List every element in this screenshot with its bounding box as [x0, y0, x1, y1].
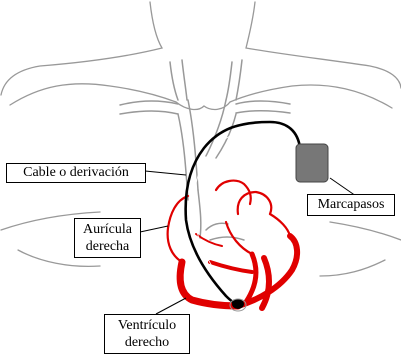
rib-right	[320, 260, 385, 276]
auricula-label: Aurícula derecha	[74, 218, 141, 258]
pulmonary	[238, 192, 272, 214]
chest-contour-right	[330, 222, 401, 240]
clavicle-left	[10, 84, 176, 105]
cable-label-text: Cable o derivación	[7, 164, 145, 182]
marcapasos-label-text: Marcapasos	[308, 195, 394, 215]
cable-leader	[145, 171, 186, 175]
auricula-leader	[140, 226, 168, 232]
cable-label: Cable o derivación	[6, 163, 146, 183]
ventricle-right-band	[262, 258, 269, 308]
ventriculo-label-line2: derecho	[105, 334, 189, 351]
clavicle-right	[230, 85, 392, 108]
lead-tip	[232, 299, 244, 309]
pacemaker-lead-inner	[194, 128, 296, 292]
neck-right	[246, 2, 401, 88]
marcapasos-label: Marcapasos	[307, 194, 395, 216]
auricula-label-line2: derecha	[75, 238, 140, 255]
neck-left	[1, 2, 162, 95]
ventriculo-leader	[156, 298, 186, 314]
ventricle-inner-wall	[246, 254, 256, 302]
pacemaker-device	[296, 144, 328, 182]
sternum-notch	[176, 102, 230, 109]
left-atrium	[270, 214, 290, 236]
ventriculo-label-line1: Ventrículo	[105, 317, 189, 334]
ventricle-band	[210, 262, 252, 272]
auricula-label-line1: Aurícula	[75, 221, 140, 238]
ventriculo-label: Ventrículo derecho	[104, 314, 190, 354]
aorta-top	[216, 181, 251, 204]
great-vessels	[120, 60, 290, 240]
